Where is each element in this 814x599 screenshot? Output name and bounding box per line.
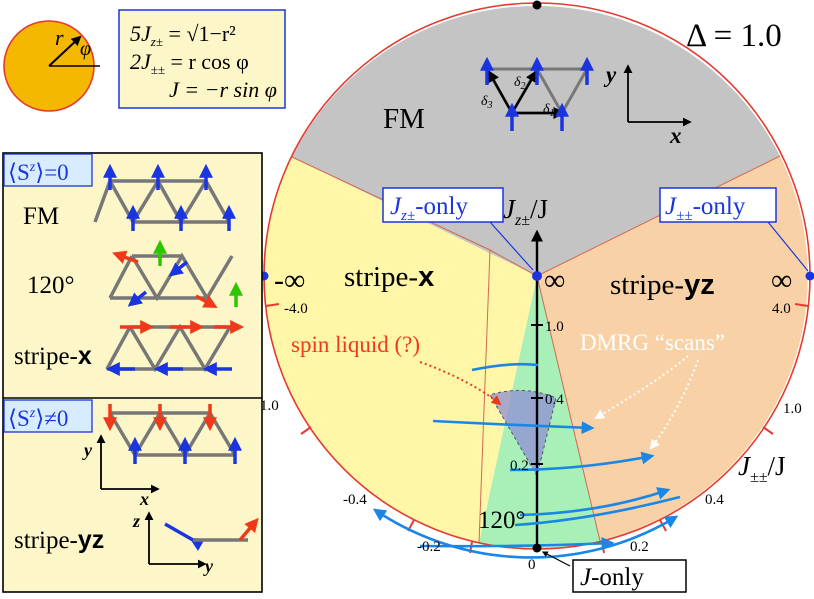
sz-nonzero-tag: ⟨Sz⟩≠0: [4, 400, 92, 432]
svg-text:z: z: [132, 511, 140, 531]
vtick-label-02: 0.2: [510, 458, 529, 474]
tick-label-plus04: 0.4: [705, 492, 724, 508]
infinity-right-label: ∞: [771, 264, 792, 297]
formula-box: 5Jz± = √1−r² 2J±± = r cos φ J = −r sin φ: [119, 10, 285, 108]
polar-r-label: r: [55, 25, 64, 50]
vtick-label-10: 1.0: [545, 319, 564, 335]
spin-liquid-label: spin liquid (?): [291, 332, 420, 357]
stripe-x-label: stripe-x: [344, 261, 434, 293]
svg-text:⟨Sz⟩=0: ⟨Sz⟩=0: [8, 160, 69, 185]
jz-only-box: Jz±-only: [383, 188, 503, 224]
svg-text:x: x: [669, 123, 682, 148]
delta-value-label: Δ = 1.0: [686, 18, 782, 54]
svg-text:J = −r sin φ: J = −r sin φ: [169, 77, 277, 102]
tick-label-minus4: -4.0: [284, 301, 308, 317]
top-point: [533, 1, 542, 10]
tick-label-minus04: -0.4: [343, 492, 367, 508]
tick-label-zero: 0: [528, 557, 536, 573]
svg-text:y: y: [203, 556, 214, 576]
sz-zero-tag: ⟨Sz⟩=0: [4, 154, 92, 186]
infinity-left-label: -∞: [274, 264, 305, 297]
svg-text:x: x: [139, 489, 149, 509]
tick-label-plus1: 1.0: [783, 401, 802, 417]
polar-symbol: r φ: [4, 21, 100, 111]
legend-120-label: 120°: [27, 272, 75, 299]
bottom-point: [533, 544, 542, 553]
tick-label-minus02: -0.2: [417, 539, 441, 555]
j-only-callout-line: [543, 552, 570, 566]
svg-text:y: y: [603, 62, 617, 87]
polar-phi-label: φ: [80, 38, 91, 60]
j-only-box: J-only: [573, 560, 686, 592]
svg-text:2J±± = r cos φ: 2J±± = r cos φ: [130, 49, 249, 77]
dmrg-label: DMRG “scans”: [580, 330, 725, 355]
legend-stripe-yz-label: stripe-yz: [14, 526, 104, 554]
tick-label-plus4: 4.0: [772, 301, 791, 317]
stripe-yz-label: stripe-yz: [610, 269, 715, 301]
svg-text:5Jz± = √1−r²: 5Jz± = √1−r²: [130, 21, 236, 49]
legend-panel: ⟨Sz⟩=0 ⟨Sz⟩≠0 FM: [3, 153, 262, 592]
svg-text:⟨Sz⟩≠0: ⟨Sz⟩≠0: [8, 406, 68, 431]
jpm-only-box: J±±-only: [660, 188, 776, 224]
fm-label: FM: [383, 103, 425, 135]
origin-infinity-point: [532, 271, 542, 281]
vtick-label-04: 0.4: [545, 392, 564, 408]
infinity-center-label: ∞: [544, 264, 565, 297]
svg-text:y: y: [82, 440, 93, 460]
tick-label-plus02: 0.2: [630, 539, 649, 555]
horizontal-axis-label: J±±/J: [738, 451, 786, 486]
phase-circle: FM stripe-x stripe-yz 120° spin liquid (…: [255, 1, 814, 593]
legend-stripe-x-label: stripe-x: [14, 342, 92, 370]
svg-text:J-only: J-only: [580, 564, 644, 591]
phase120-label: 120°: [478, 507, 526, 534]
legend-fm-label: FM: [23, 203, 59, 230]
